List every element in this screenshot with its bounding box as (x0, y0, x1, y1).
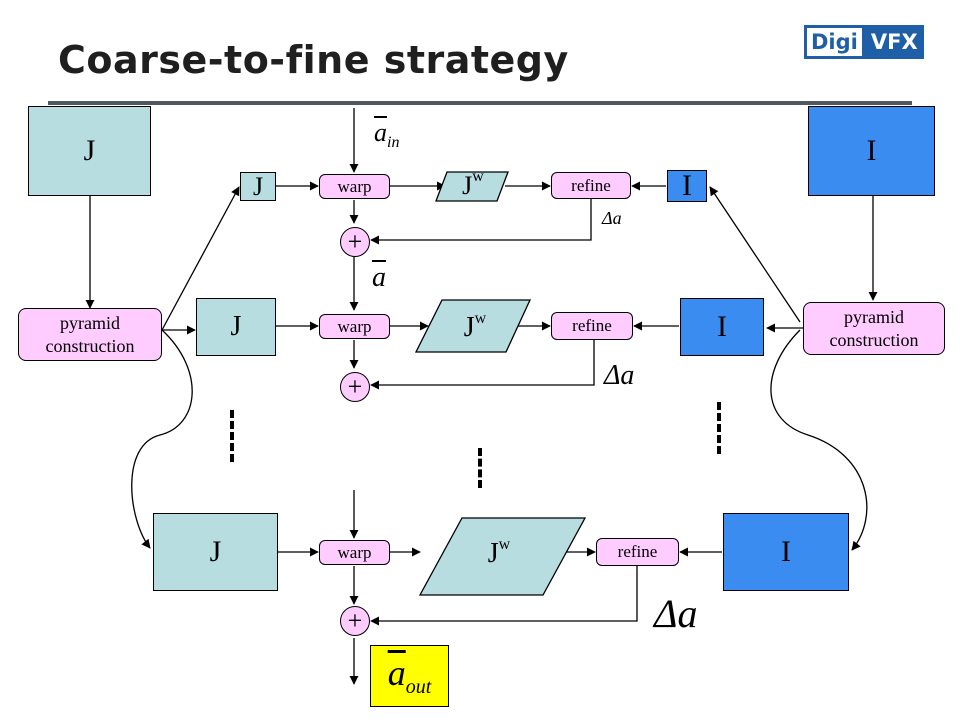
arrow-pyr-to-J1 (161, 186, 240, 331)
level2-plus: + (340, 372, 370, 402)
arrow-refine2-to-plus2 (370, 340, 595, 390)
ellipsis-center (478, 448, 482, 488)
level2-I: I (680, 298, 764, 356)
a-mid-label: a (372, 262, 386, 293)
level1-delta-a: Δa (602, 208, 622, 228)
arrow-refine1-to-plus1 (370, 199, 592, 245)
level3-warp: warp (319, 540, 390, 565)
a-out-sub: out (405, 676, 432, 699)
level1-plus: + (340, 227, 370, 257)
logo-digi-text: Digi (804, 25, 865, 59)
level3-plus: + (340, 606, 370, 636)
level3-J: J (153, 513, 278, 591)
arrow-pyr-to-I3 (770, 329, 868, 551)
level2-jw-base: J (463, 312, 475, 343)
level2-warp: warp (319, 314, 390, 339)
level3-refine: refine (596, 538, 679, 566)
level2-J: J (196, 298, 276, 356)
a-in-base: a (374, 118, 387, 147)
jw-parallelogram-1 (435, 171, 509, 202)
pyramid-left-line2: construction (45, 335, 135, 356)
level3-jw-label: Jw (466, 536, 532, 570)
level3-delta-a: Δa (654, 591, 698, 636)
jw-parallelogram-3 (418, 517, 587, 596)
level1-jw-sup: w (472, 168, 484, 185)
source-image-I: I (808, 106, 935, 196)
jw-parallelogram-2 (414, 299, 532, 353)
a-out-box: aout (370, 645, 449, 707)
ellipsis-right (717, 402, 721, 454)
page-title: Coarse-to-fine strategy (58, 38, 569, 82)
level2-refine: refine (551, 312, 633, 340)
a-out-label: aout (388, 652, 432, 699)
level1-jw-label: Jw (446, 168, 500, 201)
level3-I: I (723, 513, 849, 591)
level1-J: J (240, 172, 276, 201)
pyramid-right-line2: construction (829, 329, 919, 350)
level2-jw-sup: w (474, 310, 487, 327)
a-out-base: a (387, 653, 406, 694)
arrow-pyr-to-I1 (709, 186, 801, 323)
level3-jw-base: J (487, 538, 499, 569)
ellipsis-left (230, 410, 234, 462)
a-in-label: ain (374, 118, 399, 152)
level1-I: I (667, 169, 707, 202)
logo-vfx-text: VFX (864, 25, 924, 59)
arrow-pyr-to-J3 (131, 329, 193, 549)
level3-jw-sup: w (498, 536, 511, 553)
a-in-sub: in (387, 134, 400, 152)
pyramid-construction-right: pyramid construction (803, 302, 945, 355)
source-image-J: J (28, 106, 151, 196)
level1-jw-base: J (462, 171, 473, 200)
level1-refine: refine (551, 172, 631, 199)
pyramid-right-line1: pyramid (844, 306, 904, 327)
level1-warp: warp (319, 174, 390, 199)
arrow-refine3-to-plus3 (370, 565, 638, 626)
level2-delta-a: Δa (604, 360, 635, 391)
pyramid-construction-left: pyramid construction (18, 308, 162, 361)
digivfx-logo: Digi VFX (804, 25, 924, 59)
level2-jw-label: Jw (444, 310, 506, 344)
title-divider (48, 101, 912, 105)
pyramid-left-line1: pyramid (60, 312, 120, 333)
